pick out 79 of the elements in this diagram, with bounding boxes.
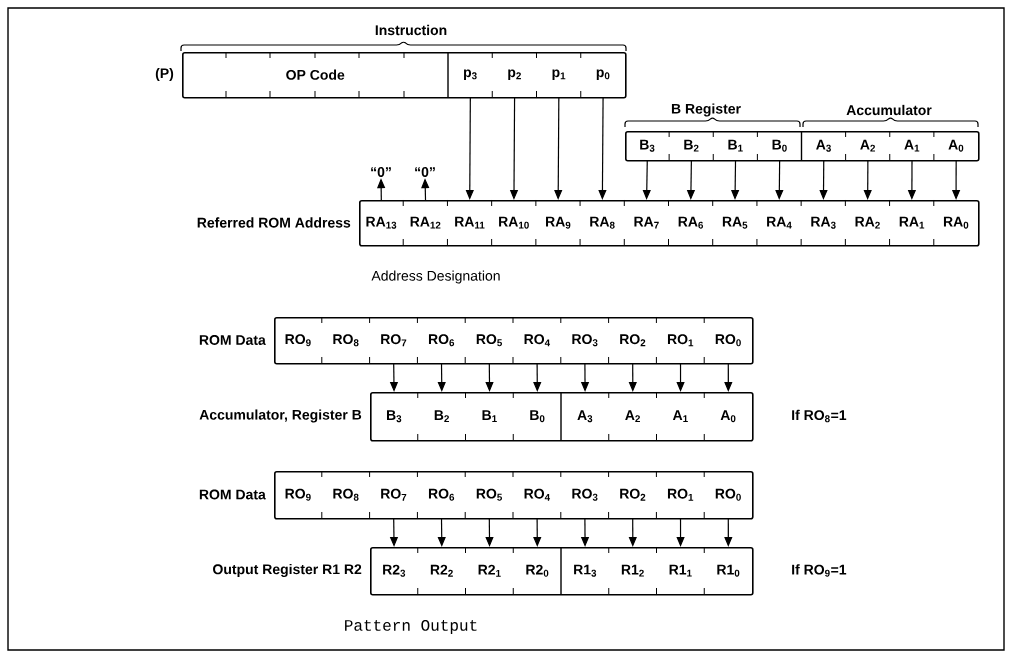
register-bit: RO$_{3}$ xyxy=(572,488,598,501)
register-bit: A$_{1}$ xyxy=(672,410,688,423)
register-bit: RA$_{0}$ xyxy=(943,216,969,229)
register-bit: RO$_{4}$ xyxy=(524,488,551,501)
register-bit: RO$_{8}$ xyxy=(333,488,359,501)
register-bit: RO$_{9}$ xyxy=(285,488,311,501)
register-bit: OP Code xyxy=(286,69,345,80)
condition-note: If RO$_{9}$=1 xyxy=(792,564,847,577)
register-bit: B$_{0}$ xyxy=(772,139,787,152)
register-bit: RA$_{12}$ xyxy=(410,216,441,229)
condition-note: If RO$_{8}$=1 xyxy=(792,409,847,423)
register-bit: R2$_{3}$ xyxy=(383,564,406,577)
register-bit: RA$_{10}$ xyxy=(499,216,529,229)
register-bit: R2$_{2}$ xyxy=(430,564,453,577)
register-bit: RO$_{0}$ xyxy=(715,334,741,347)
register-bit: RO$_{0}$ xyxy=(715,488,741,501)
register-bit: RO$_{1}$ xyxy=(667,488,694,501)
register-bit: A$_{2}$ xyxy=(625,410,640,423)
register-bit: A$_{1}$ xyxy=(904,139,920,152)
field-label: Instruction xyxy=(375,24,447,36)
register-bit: B$_{1}$ xyxy=(482,410,497,423)
register-bit: B$_{3}$ xyxy=(387,410,402,423)
register-bit: RA$_{8}$ xyxy=(590,216,615,229)
register-bit: R2$_{1}$ xyxy=(478,564,501,577)
row-label: ROM Data xyxy=(199,335,266,345)
register-bit: RA$_{1}$ xyxy=(899,216,925,229)
register-bit: B$_{2}$ xyxy=(684,139,699,152)
register-bit: RA$_{5}$ xyxy=(722,216,748,229)
row-label: Referred ROM Address xyxy=(197,217,351,228)
register-bit: RO$_{2}$ xyxy=(620,488,646,501)
register-bit: RA$_{2}$ xyxy=(855,216,880,229)
register-bit: RO$_{1}$ xyxy=(667,334,694,347)
register-bit: A$_{0}$ xyxy=(948,139,964,152)
register-bit: RO$_{7}$ xyxy=(381,488,407,501)
caption: Pattern Output xyxy=(345,620,477,634)
register-bit: B$_{0}$ xyxy=(530,410,545,423)
register-bit: A$_{2}$ xyxy=(860,139,876,152)
register-bit: R1$_{2}$ xyxy=(621,564,644,577)
row-label: Output Register R1 R2 xyxy=(213,563,362,578)
register-bit: R1$_{3}$ xyxy=(574,564,597,577)
register-bit: RA$_{13}$ xyxy=(366,216,397,229)
register-bit: p$_{0}$ xyxy=(596,69,610,80)
register-bit: RO$_{6}$ xyxy=(428,488,455,501)
register-bit: RA$_{9}$ xyxy=(546,216,571,229)
register-bit: A$_{3}$ xyxy=(816,139,831,152)
register-bit: RA$_{11}$ xyxy=(455,216,485,229)
register-bit: p$_{3}$ xyxy=(464,69,477,80)
register-bit: R1$_{0}$ xyxy=(717,564,740,577)
field-label: B Register xyxy=(671,103,741,117)
register-bit: B$_{3}$ xyxy=(640,139,655,152)
register-bit: RO$_{5}$ xyxy=(476,334,502,347)
register-bit: p$_{2}$ xyxy=(508,69,521,80)
register-bit: B$_{1}$ xyxy=(728,139,743,152)
row-label: (P) xyxy=(155,67,174,81)
row-label: ROM Data xyxy=(199,489,266,500)
register-bit: RO$_{5}$ xyxy=(476,488,502,501)
register-box xyxy=(625,131,980,162)
address-note: Address Designation xyxy=(371,270,500,284)
register-bit: A$_{0}$ xyxy=(720,410,736,423)
register-bit: B$_{2}$ xyxy=(434,410,449,423)
register-bit: RA$_{3}$ xyxy=(811,216,836,229)
bit-value: “0” xyxy=(371,167,391,177)
register-bit: R2$_{0}$ xyxy=(526,564,549,577)
register-bit: RO$_{2}$ xyxy=(620,334,646,347)
register-bit: RA$_{6}$ xyxy=(678,216,704,229)
register-bit: RO$_{4}$ xyxy=(524,334,551,347)
register-bit: RO$_{9}$ xyxy=(285,334,311,347)
register-bit: RO$_{8}$ xyxy=(333,334,359,347)
register-bit: RO$_{6}$ xyxy=(428,334,455,347)
register-bit: RA$_{4}$ xyxy=(767,216,792,229)
register-bit: RO$_{7}$ xyxy=(381,334,407,347)
row-label: Accumulator, Register B xyxy=(199,409,362,423)
field-label: Accumulator xyxy=(846,104,932,116)
register-bit: RO$_{3}$ xyxy=(572,334,598,347)
register-bit: A$_{3}$ xyxy=(577,410,593,423)
register-bit: R1$_{1}$ xyxy=(669,564,692,577)
register-bit: RA$_{7}$ xyxy=(634,216,659,229)
register-bit: p$_{1}$ xyxy=(552,69,566,80)
bit-value: “0” xyxy=(415,167,435,177)
